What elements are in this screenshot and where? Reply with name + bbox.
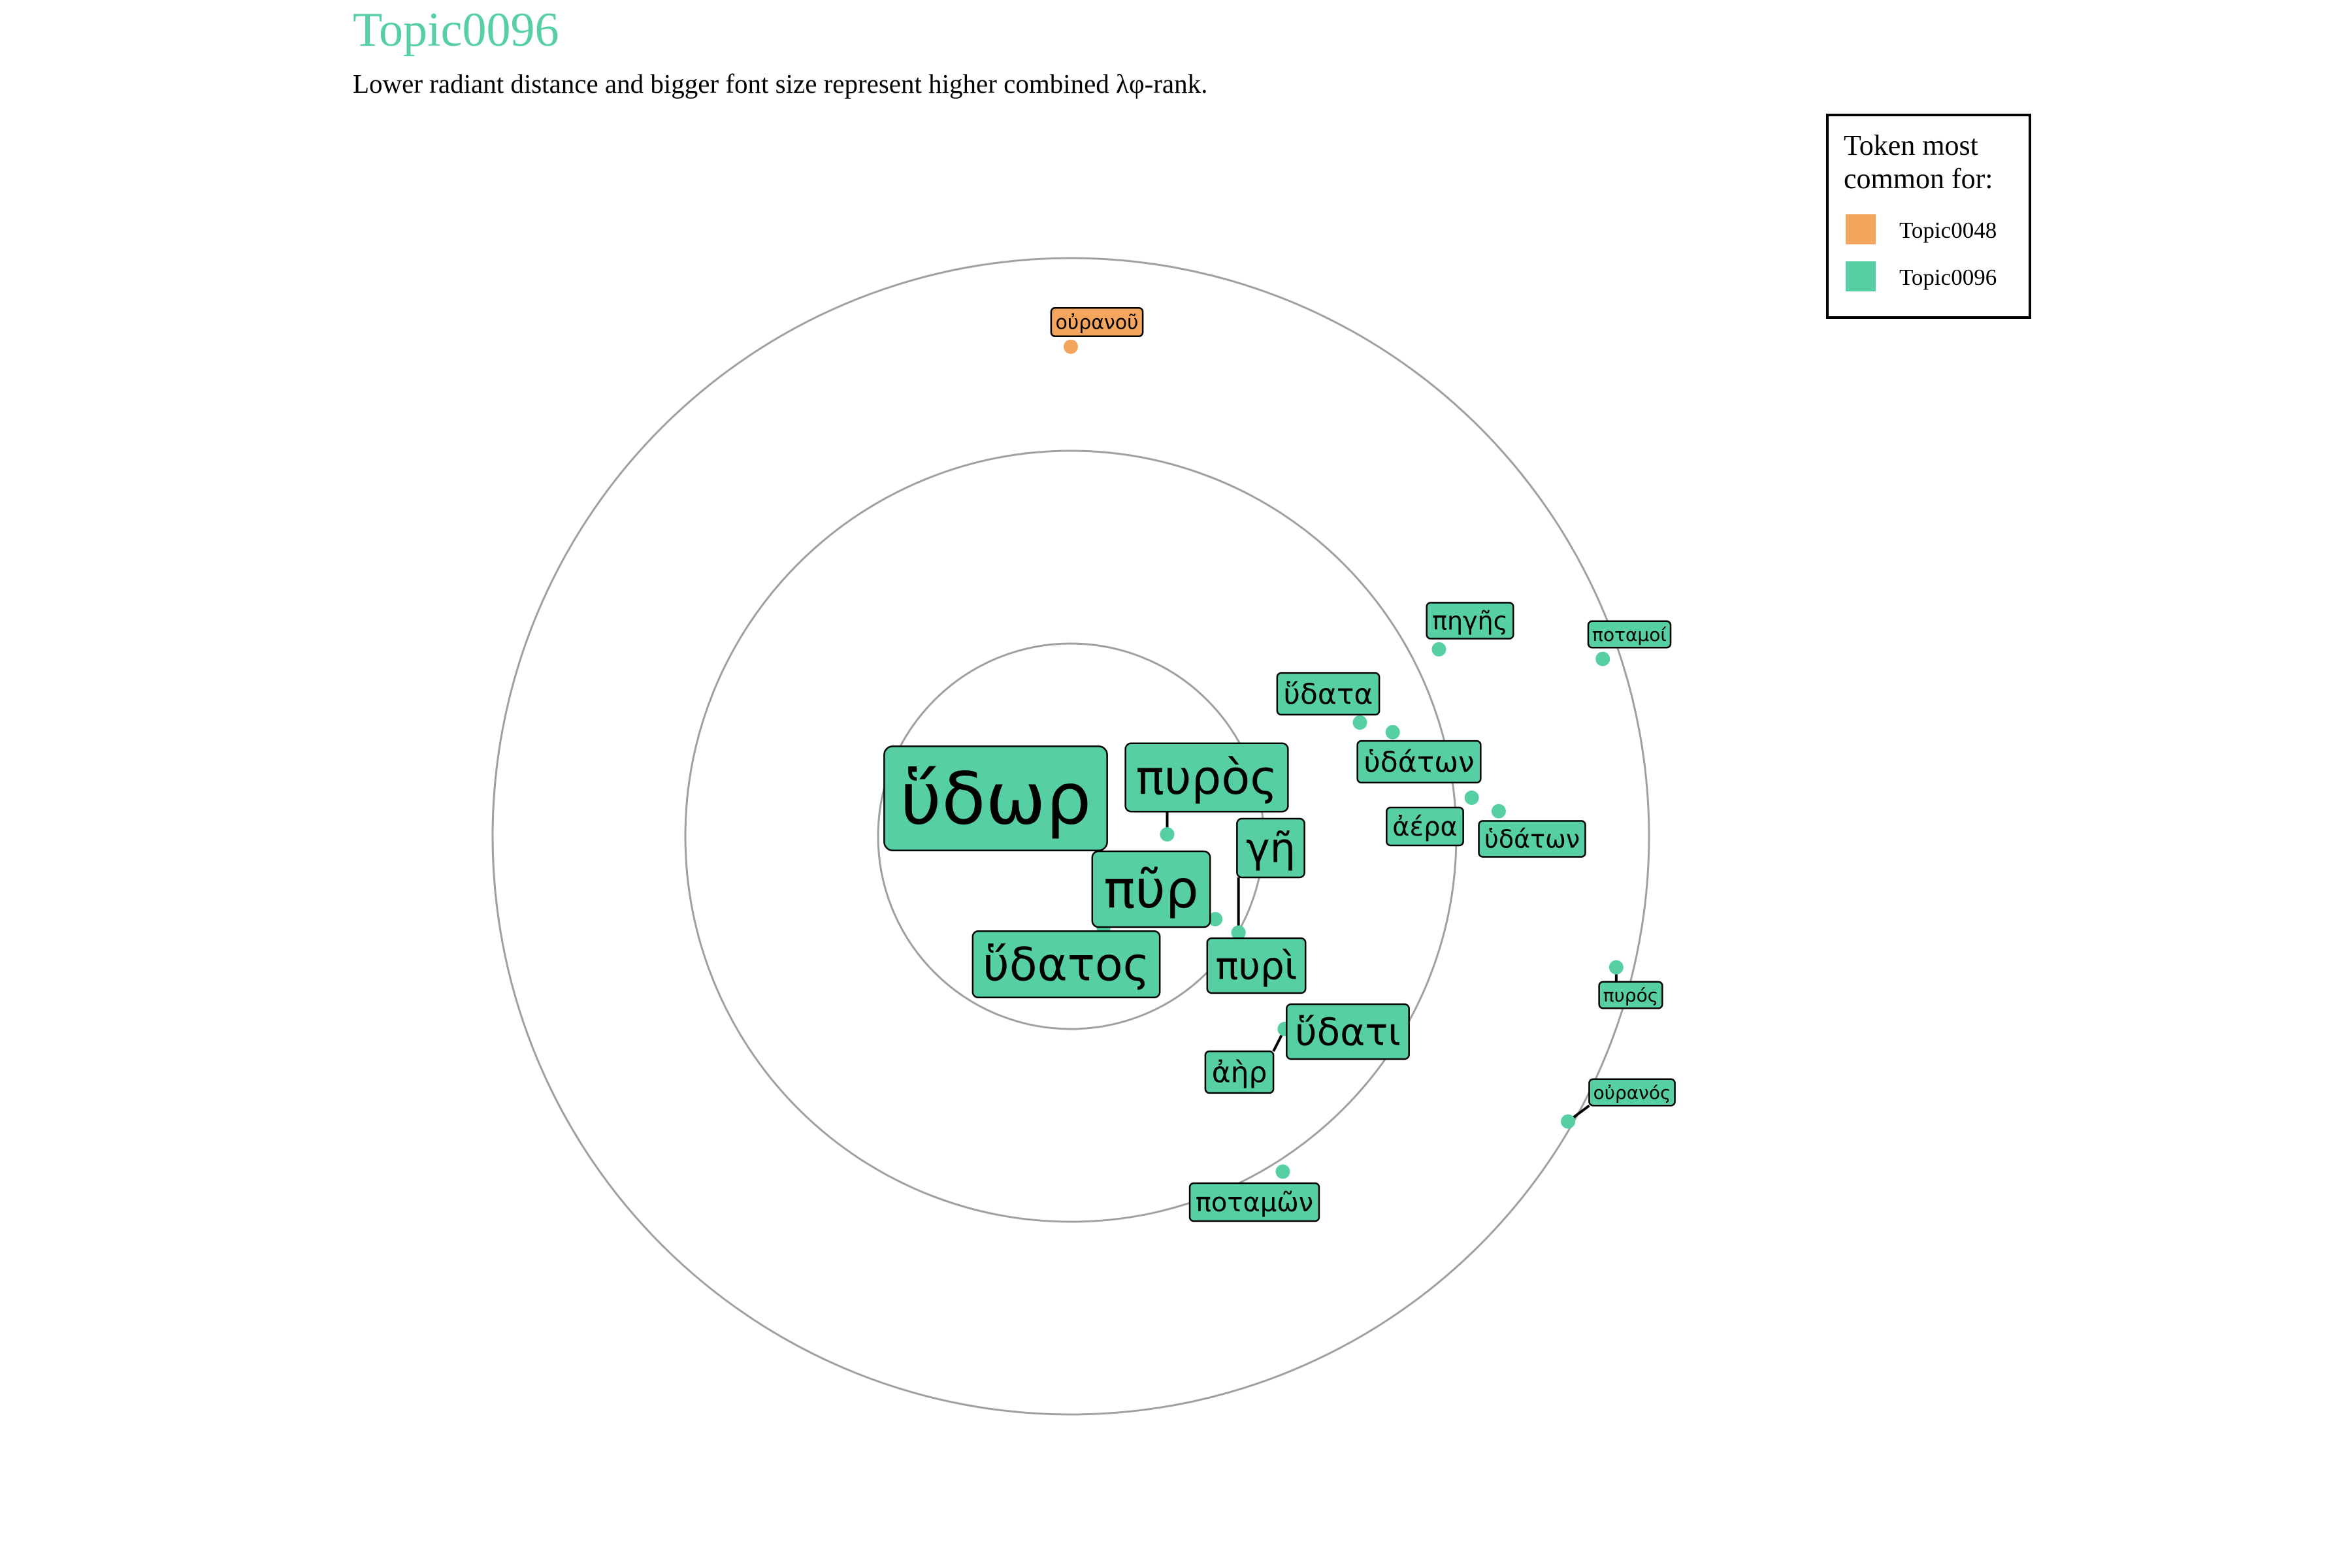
legend-title-line1: Token most (1844, 129, 1978, 161)
token-point (1208, 911, 1223, 926)
token-point (1609, 960, 1624, 975)
token-label-text: πυρὸς (1135, 750, 1277, 805)
token-point (1595, 651, 1610, 666)
token-label-text: οὐρανός (1593, 1082, 1671, 1103)
token-label-text: πῦρ (1103, 859, 1198, 920)
token-label-text: πυρός (1603, 985, 1658, 1006)
token-point (1275, 1164, 1290, 1179)
token-label: πυρός (1598, 981, 1663, 1009)
token-label: πῦρ (1091, 850, 1211, 928)
token-label-text: ποταμῶν (1196, 1188, 1313, 1218)
token-label: οὐρανός (1588, 1078, 1676, 1107)
token-point (1464, 791, 1479, 805)
token-label-text: πυρὶ (1216, 943, 1298, 988)
token-label-text: ὕδατος (983, 938, 1150, 992)
token-label-box (1188, 1182, 1320, 1222)
legend-label-topic0048: Topic0048 (1899, 218, 1997, 243)
token-label-box (1236, 817, 1305, 879)
token-point (1431, 642, 1446, 657)
token-label-text: ὑδάτων (1484, 825, 1580, 853)
token-label: ὕδατος (972, 930, 1161, 998)
token-label-box (1204, 1050, 1275, 1094)
token-label-box (883, 745, 1108, 851)
token-label-box (1124, 742, 1289, 813)
token-label: ἀὴρ (1204, 1050, 1275, 1094)
token-label-text: ἀέρα (1392, 812, 1458, 842)
token-label-box (1426, 602, 1514, 640)
distance-ring-3 (491, 257, 1650, 1416)
token-label-box (1276, 672, 1380, 716)
legend-title-line2: common for: (1844, 163, 1993, 195)
token-label-box (1598, 981, 1663, 1009)
token-label-text: ὑδάτων (1364, 745, 1474, 779)
chart-subtitle: Lower radiant distance and bigger font s… (353, 69, 1207, 99)
token-label-box (1206, 937, 1307, 994)
token-label: ὑδάτων (1478, 820, 1586, 858)
token-point (1491, 804, 1506, 819)
token-point (1352, 715, 1367, 730)
token-label: ὕδατι (1286, 1003, 1410, 1060)
token-label-box (1286, 1003, 1410, 1060)
token-label-box (1356, 740, 1482, 784)
token-label-text: ποταμοί (1592, 624, 1667, 645)
token-label-text: πηγῆς (1432, 606, 1508, 635)
legend-label-topic0096: Topic0096 (1899, 265, 1997, 290)
token-label-box (1386, 806, 1464, 847)
token-label-box (1478, 820, 1586, 858)
token-label-text: ἀὴρ (1212, 1056, 1267, 1089)
token-point (1385, 725, 1400, 740)
token-label: πυρὸς (1124, 742, 1289, 813)
token-label-text: οὐρανοῦ (1055, 312, 1138, 335)
token-label: ὕδωρ (883, 745, 1108, 851)
token-label: ποταμῶν (1188, 1182, 1320, 1222)
token-label-text: γῆ (1246, 825, 1296, 872)
token-label-box (1050, 307, 1144, 337)
token-label-text: ὕδωρ (900, 757, 1092, 841)
token-label-box (972, 930, 1161, 998)
token-label-box (1587, 620, 1672, 649)
token-label-text: ὕδατι (1295, 1009, 1401, 1054)
token-label-box (1091, 850, 1211, 928)
token-label: ὑδάτων (1356, 740, 1482, 784)
token-point (1064, 339, 1078, 354)
token-point (1561, 1114, 1576, 1129)
token-label: οὐρανοῦ (1050, 307, 1144, 337)
token-point (1231, 925, 1246, 940)
legend-swatch-topic0048 (1846, 214, 1876, 244)
legend-swatch-topic0096 (1846, 261, 1876, 291)
token-label: ποταμοί (1587, 620, 1672, 649)
token-label: γῆ (1236, 817, 1305, 879)
legend: Token most common for: Topic0048 Topic00… (1826, 114, 2031, 319)
token-label: πηγῆς (1426, 602, 1514, 640)
token-label-box (1588, 1078, 1676, 1107)
token-label-text: ὕδατα (1284, 678, 1373, 711)
token-label: ὕδατα (1276, 672, 1380, 716)
token-label: πυρὶ (1206, 937, 1307, 994)
token-point (1160, 827, 1175, 842)
token-label: ἀέρα (1386, 806, 1464, 847)
chart-title: Topic0096 (353, 3, 559, 57)
